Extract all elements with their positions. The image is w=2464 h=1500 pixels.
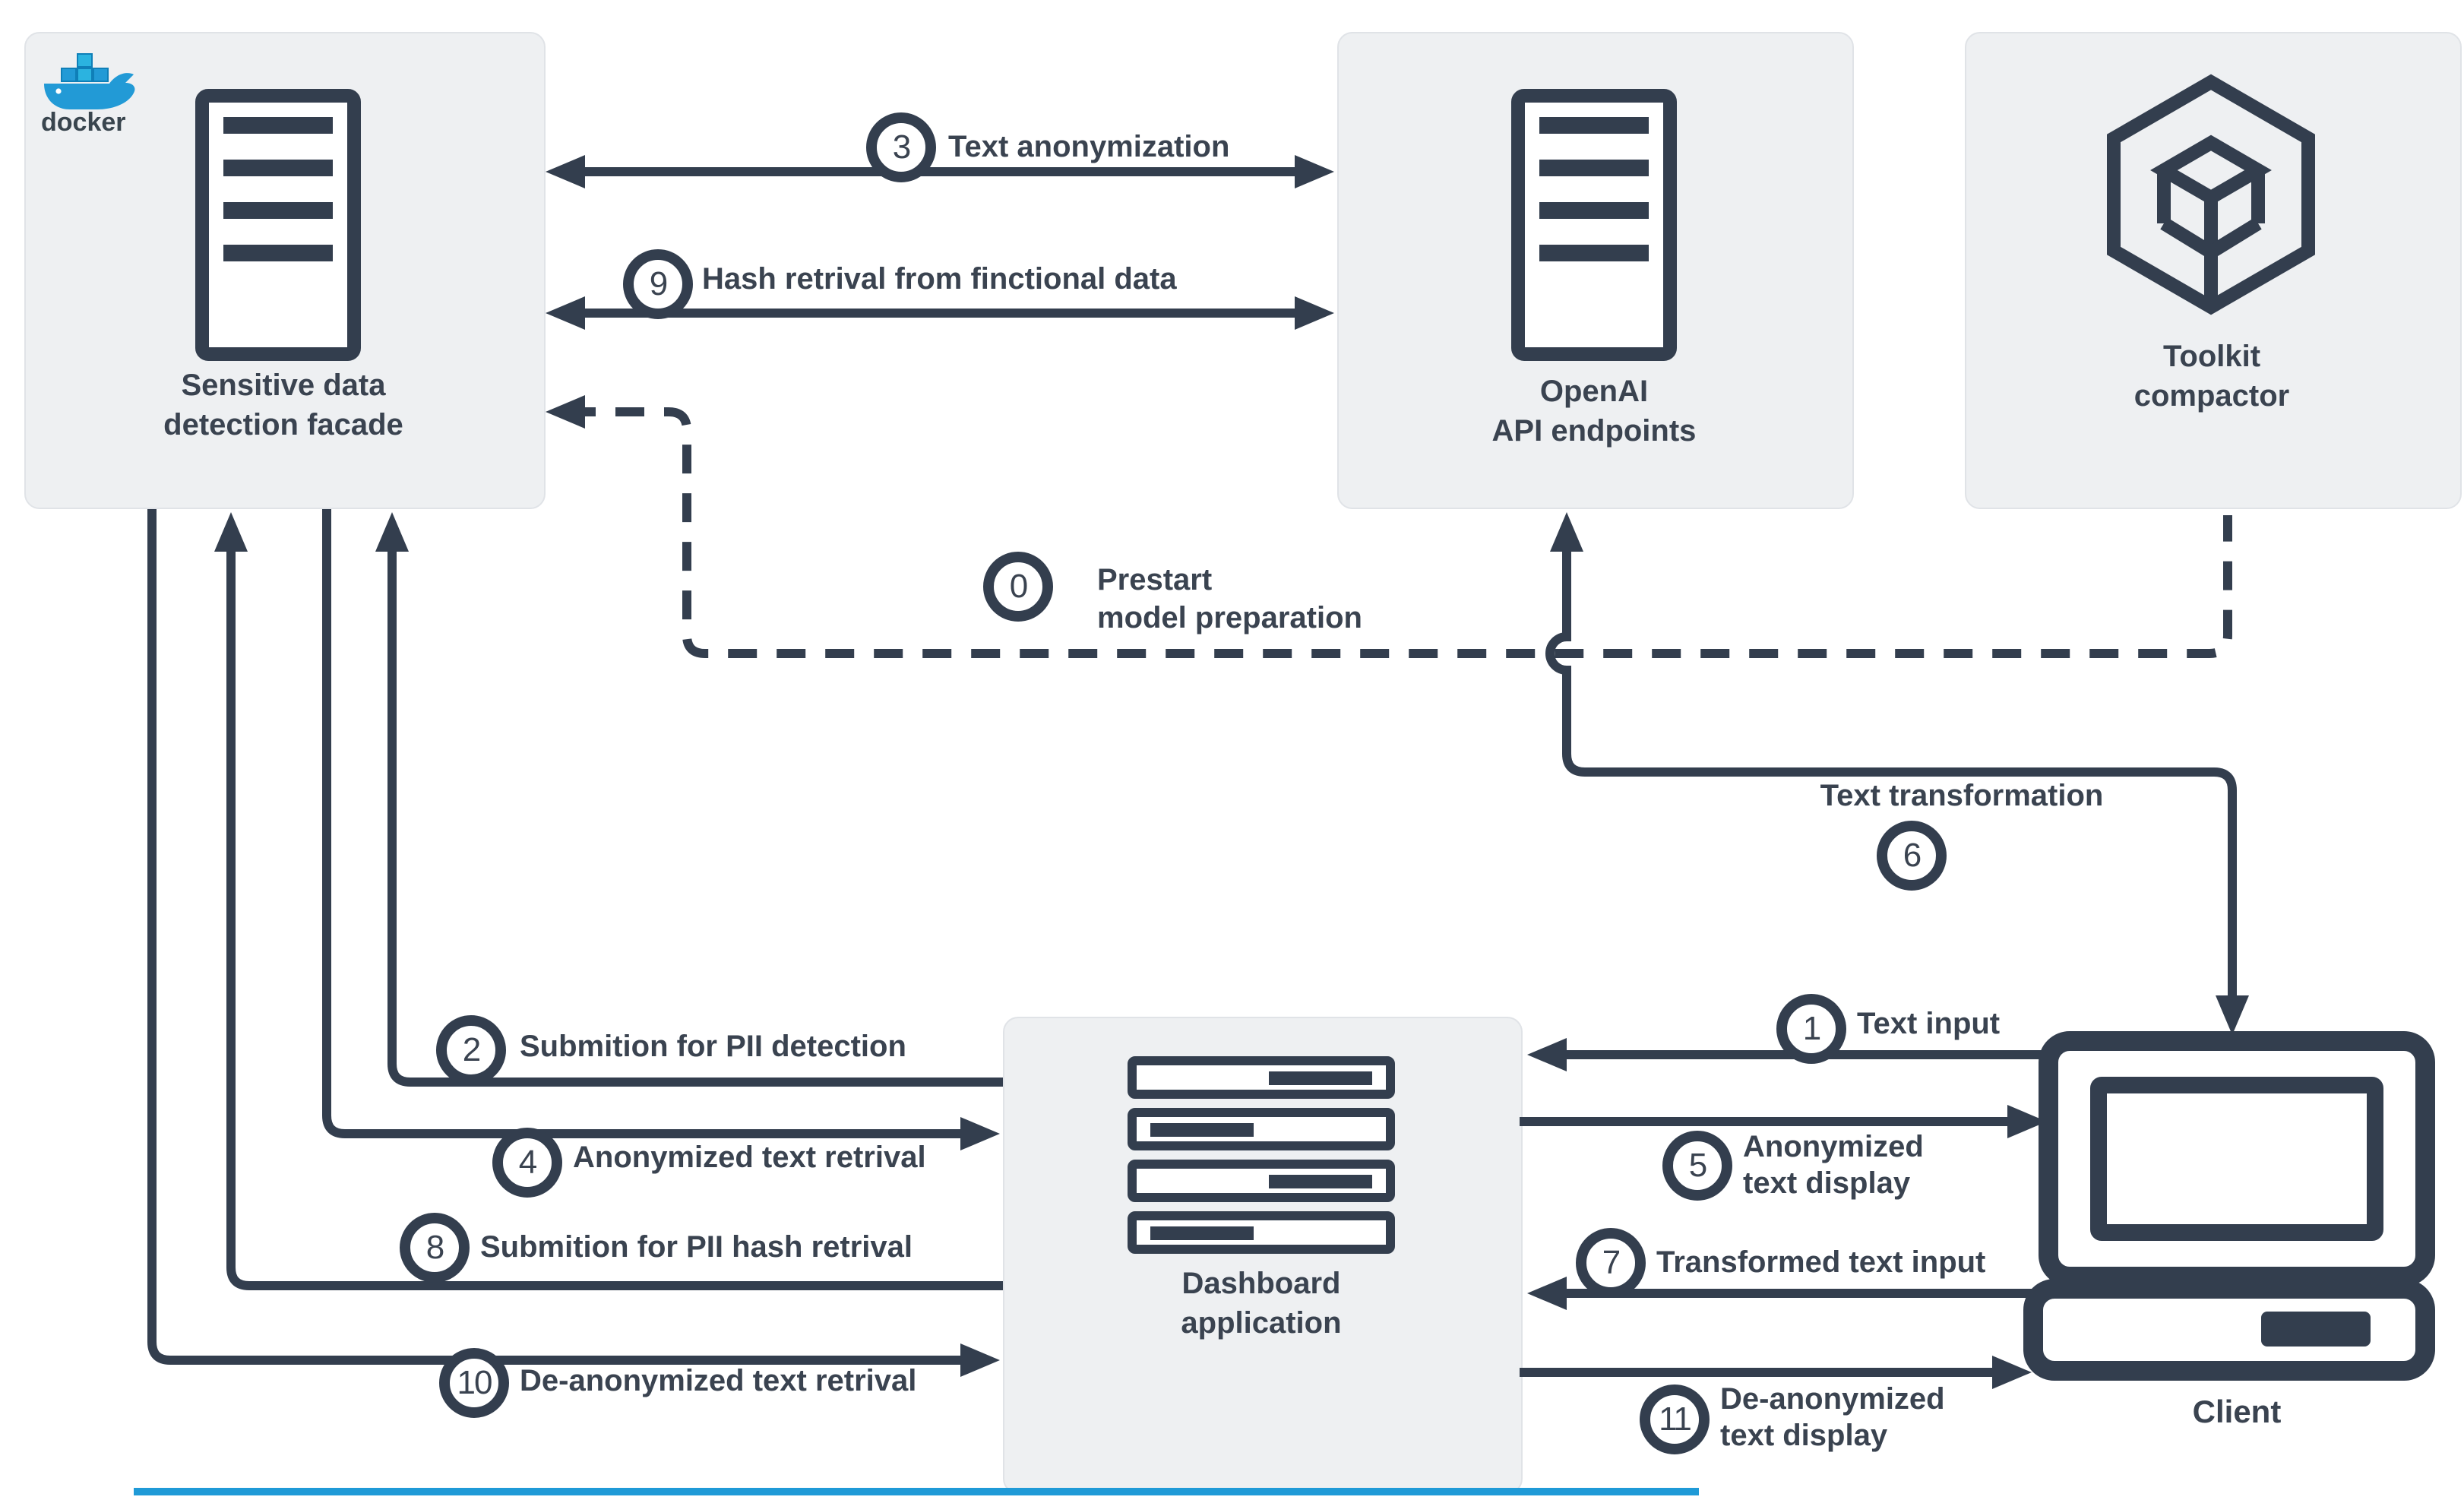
step-badge-8: 8 (400, 1213, 470, 1283)
server-icon (1511, 89, 1677, 361)
docker-logo: docker (41, 53, 135, 137)
edge-6-label: Text transformation (1820, 780, 2104, 813)
node-facade-label: Sensitive data detection facade (24, 366, 542, 445)
stacked-rows-icon (1128, 1056, 1395, 1254)
edge-10-arrowhead (960, 1343, 1000, 1377)
monitor-screen (2090, 1077, 2383, 1241)
step-badge-2: 2 (436, 1015, 506, 1085)
edge-1-label: Text input (1857, 1008, 2001, 1041)
edge-11-label-line2: text display (1720, 1419, 1888, 1453)
step-badge-3: 3 (866, 112, 936, 182)
node-openai-label-line2: API endpoints (1491, 415, 1697, 448)
step-badge-9: 9 (623, 249, 693, 319)
step-badge-10: 10 (439, 1348, 509, 1418)
node-dashboard-label-line2: application (1181, 1307, 1342, 1340)
step-badge-4: 4 (492, 1128, 562, 1198)
node-toolkit-label-line1: Toolkit (2162, 340, 2261, 374)
node-facade-label-line2: detection facade (163, 409, 403, 442)
edge-6-arrowhead-up (1550, 512, 1583, 552)
node-toolkit-label-line2: compactor (2133, 380, 2290, 413)
step-badge-0: 0 (983, 552, 1053, 622)
edge-10-label: De-anonymized text retrival (520, 1365, 917, 1398)
edge-10-line (147, 509, 960, 1365)
edge-8-arrowhead (214, 512, 248, 552)
edge-11-label: De-anonymized text display (1720, 1381, 1945, 1454)
docker-wordmark: docker (41, 108, 126, 137)
system-unit-icon (2023, 1279, 2435, 1381)
node-facade-label-line1: Sensitive data (181, 369, 386, 403)
edge-6-line (1545, 552, 2237, 995)
edge-5-label-line2: text display (1743, 1167, 1911, 1201)
edge-7-label: Transformed text input (1656, 1246, 1986, 1280)
node-client-label: Client (2192, 1395, 2282, 1430)
node-dashboard-label: Dashboard application (1003, 1264, 1520, 1343)
desktop-computer-icon (2023, 1031, 2435, 1381)
edge-4-arrowhead (960, 1117, 1000, 1150)
edge-3-label: Text anonymization (948, 131, 1230, 164)
edge-11-label-line1: De-anonymized (1720, 1383, 1945, 1416)
step-badge-11: 11 (1640, 1384, 1710, 1454)
step-badge-5: 5 (1662, 1131, 1732, 1201)
edge-7-arrowhead (1527, 1277, 1567, 1310)
edge-5-label-line1: Anonymized (1743, 1131, 1924, 1164)
edge-6-arrowhead-down (2216, 995, 2249, 1035)
node-openai-label-line1: OpenAI (1539, 375, 1649, 409)
server-icon (195, 89, 361, 361)
edge-1-arrowhead (1527, 1038, 1567, 1071)
step-badge-6: 6 (1877, 821, 1947, 891)
edge-11-arrowhead (1992, 1356, 2032, 1389)
edge-9-arrowhead-left (546, 296, 585, 330)
bottom-accent-line (134, 1488, 1699, 1495)
edge-5-arrowhead (2007, 1105, 2047, 1138)
edge-4-line (322, 509, 960, 1138)
node-toolkit-label: Toolkit compactor (1965, 337, 2459, 416)
edge-3-arrowhead-right (1295, 155, 1334, 188)
edge-9-arrowhead-right (1295, 296, 1334, 330)
edge-3-arrowhead-left (546, 155, 585, 188)
edge-0-label: Prestart model preparation (1097, 562, 1362, 638)
edge-4-label: Anonymized text retrival (573, 1141, 926, 1175)
cube-icon (2107, 74, 2315, 315)
edge-9-label: Hash retrival from finctional data (702, 263, 1177, 296)
step-badge-1: 1 (1776, 994, 1846, 1064)
edge-2-arrowhead (375, 512, 409, 552)
disk-slot (2261, 1312, 2371, 1347)
edge-5-label: Anonymized text display (1743, 1129, 1924, 1202)
edge-8-line (226, 552, 1003, 1290)
docker-whale-icon (44, 53, 135, 109)
node-dashboard-label-line1: Dashboard (1181, 1267, 1341, 1301)
edge-2-line (387, 552, 1003, 1087)
step-badge-7: 7 (1576, 1228, 1646, 1298)
edge-0-arrowhead (546, 395, 585, 429)
edge-8-label: Submition for PII hash retrival (480, 1231, 913, 1264)
edge-0-line (567, 407, 2232, 658)
edge-2-label: Submition for PII detection (520, 1030, 906, 1064)
node-openai-label: OpenAI API endpoints (1337, 372, 1851, 451)
edge-0-label-line2: model preparation (1097, 602, 1362, 635)
edge-0-label-line1: Prestart (1097, 564, 1213, 597)
